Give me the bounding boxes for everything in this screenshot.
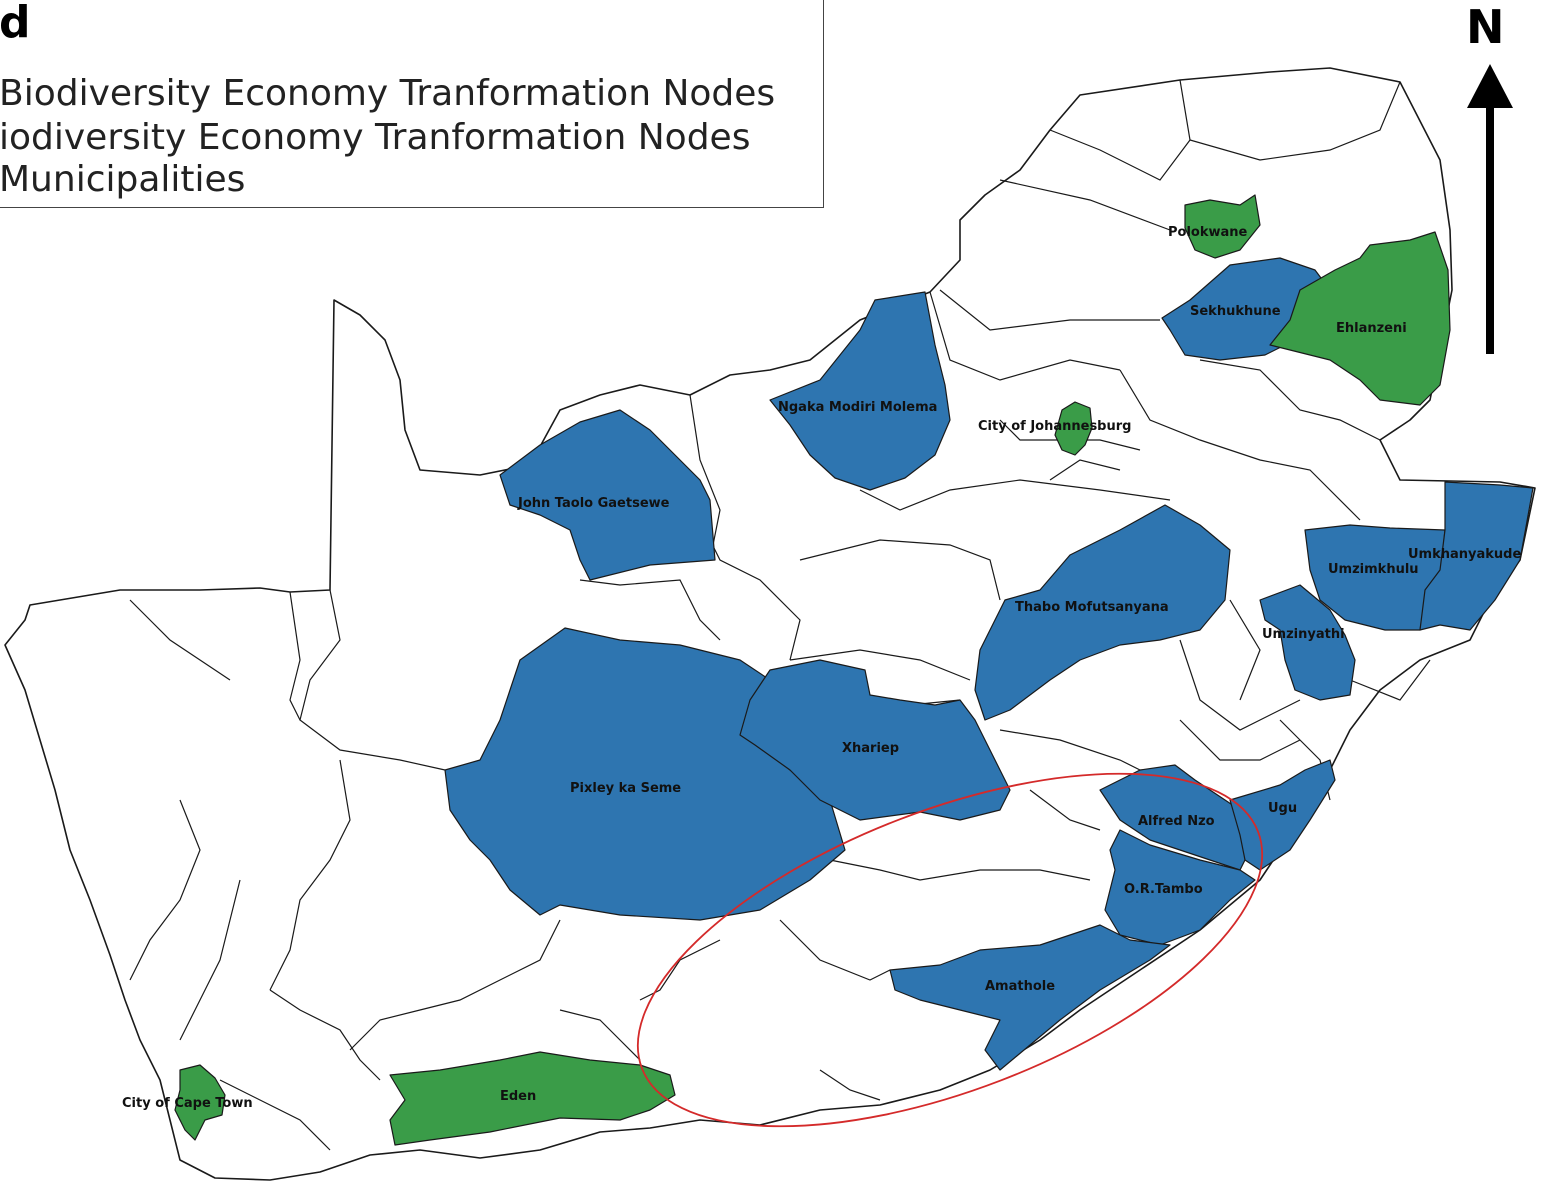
- label-umzinyathi: Umzinyathi: [1262, 627, 1345, 642]
- region-xhariep: [739, 659, 1011, 821]
- label-city-of-johannesburg: City of Johannesburg: [978, 419, 1131, 434]
- region-amathole: [889, 924, 1171, 1071]
- region-eden: [389, 1051, 676, 1146]
- label-amathole: Amathole: [985, 979, 1055, 994]
- highlight-ellipse: [636, 772, 1264, 1128]
- region-pixley-ka-seme: [444, 627, 846, 921]
- region-umkhanyakude: [1419, 481, 1534, 631]
- label-sekhukhune: Sekhukhune: [1190, 304, 1281, 319]
- label-umzimkhulu: Umzimkhulu: [1328, 562, 1419, 577]
- region-umzinyathi: [1259, 584, 1356, 701]
- label-john-taolo-gaetsewe: John Taolo Gaetsewe: [517, 496, 670, 511]
- label-umkhanyakude: Umkhanyakude: [1408, 547, 1521, 562]
- region-polokwane: [1184, 194, 1261, 259]
- region-ugu: [1229, 759, 1336, 871]
- legend-item-1: Biodiversity Economy Tranformation Nodes: [0, 73, 776, 114]
- legend-title: d: [0, 0, 31, 48]
- label-ngaka-modiri-molema: Ngaka Modiri Molema: [778, 400, 937, 415]
- label-ugu: Ugu: [1268, 801, 1297, 816]
- legend-item-2: iodiversity Economy Tranformation Nodes: [0, 117, 751, 158]
- label-eden: Eden: [500, 1089, 536, 1104]
- label-pixley-ka-seme: Pixley ka Seme: [570, 781, 681, 796]
- legend-item-3: Municipalities: [0, 159, 246, 200]
- region-john-taolo-gaetsewe: [499, 409, 716, 581]
- north-label: N: [1466, 0, 1505, 54]
- label-thabo-mofutsanyana: Thabo Mofutsanyana: [1015, 600, 1169, 615]
- label-xhariep: Xhariep: [842, 741, 899, 756]
- label-or-tambo: O.R.Tambo: [1124, 882, 1203, 897]
- region-thabo-mofutsanyana: [974, 504, 1231, 721]
- region-or-tambo: [1104, 829, 1256, 946]
- label-ehlanzeni: Ehlanzeni: [1336, 321, 1407, 336]
- label-polokwane: Polokwane: [1168, 225, 1248, 240]
- legend-box: d Biodiversity Economy Tranformation Nod…: [0, 0, 824, 208]
- region-city-of-johannesburg: [1054, 401, 1093, 456]
- region-city-of-cape-town: [174, 1064, 226, 1141]
- north-arrow-icon: [1467, 64, 1513, 354]
- label-city-of-cape-town: City of Cape Town: [122, 1096, 253, 1111]
- region-ehlanzeni: [1269, 231, 1451, 406]
- region-ngaka-modiri-molema: [769, 291, 951, 491]
- label-alfred-nzo: Alfred Nzo: [1138, 814, 1215, 829]
